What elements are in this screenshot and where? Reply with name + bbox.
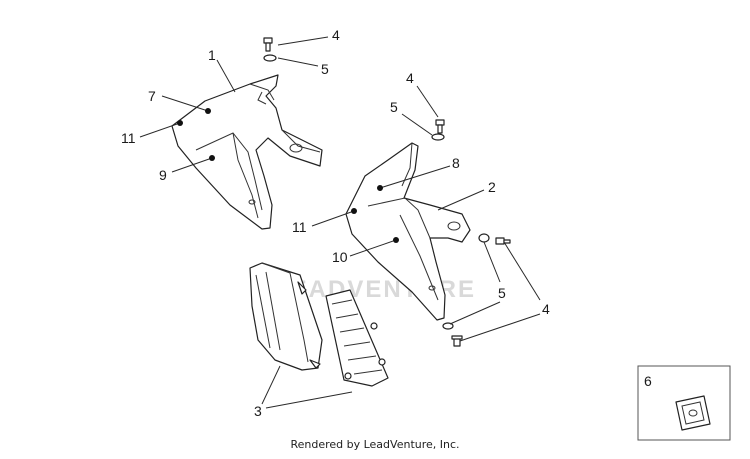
bolt-right-lower (451, 335, 463, 347)
callout-11-right: 11 (292, 219, 307, 235)
callout-10: 10 (332, 249, 348, 265)
washer-right-lower (442, 322, 454, 330)
callout-5-right: 5 (498, 285, 506, 301)
callout-labels: 1 7 11 9 4 5 4 5 8 2 11 10 5 4 3 (121, 27, 550, 419)
radiator-louver-assembly (249, 262, 323, 371)
callout-3: 3 (254, 403, 262, 419)
washer-right-upper (478, 233, 490, 243)
washer-top-right (431, 133, 445, 141)
radiator-grille-mesh (325, 289, 389, 387)
clip-nut-icon (675, 395, 711, 431)
fasteners (263, 37, 511, 347)
left-radiator-shroud (171, 74, 323, 230)
callout-2: 2 (488, 179, 496, 195)
bolt-right-upper (495, 237, 511, 245)
callout-dots (177, 108, 399, 243)
callout-4-top-right: 4 (406, 70, 414, 86)
callout-9: 9 (159, 167, 167, 183)
right-radiator-shroud (345, 142, 471, 321)
callout-1: 1 (208, 47, 216, 63)
callout-5-top-right: 5 (390, 99, 398, 115)
credit-text: Rendered by LeadVenture, Inc. (290, 438, 460, 451)
washer-top-left (263, 54, 277, 62)
callout-7: 7 (148, 88, 156, 104)
leader-lines (139, 36, 541, 409)
bolt-top-right (435, 119, 445, 134)
callout-6: 6 (644, 373, 652, 389)
callout-11-left: 11 (121, 130, 136, 146)
callout-8: 8 (452, 155, 460, 171)
inset-part-6: 6 (637, 365, 731, 441)
bolt-top-left (263, 37, 273, 52)
callout-4-right: 4 (542, 301, 550, 317)
callout-5-top-left: 5 (321, 61, 329, 77)
callout-4-top-left: 4 (332, 27, 340, 43)
